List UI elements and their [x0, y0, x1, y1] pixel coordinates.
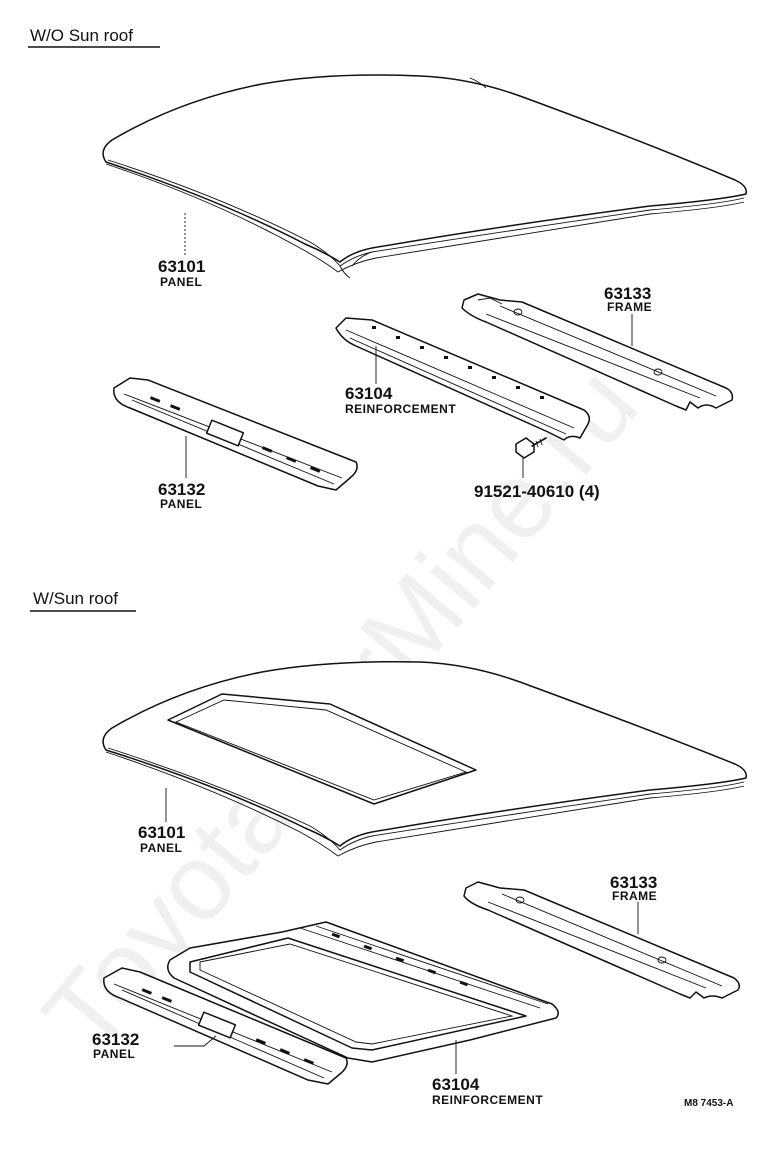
part-number-label: 63132	[92, 1030, 139, 1049]
part-number-label: 63133	[610, 873, 657, 892]
section-without-sunroof: W/O Sun roof 63101 PANEL 63133 FRAME	[28, 26, 748, 511]
roof-panel-drawing	[102, 74, 748, 279]
part-name-label: FRAME	[612, 889, 657, 903]
part-name-label: PANEL	[160, 275, 202, 289]
part-number-label: 63101	[158, 257, 205, 276]
section-with-sunroof: W/Sun roof 63101 PANEL 63133 FRAME	[30, 589, 748, 1109]
roof-panel-sunroof-drawing	[102, 660, 748, 857]
part-name-label: REINFORCEMENT	[345, 402, 456, 416]
rear-panel-drawing	[103, 967, 348, 1085]
part-name-label: PANEL	[93, 1047, 135, 1061]
part-number-label: 91521-40610 (4)	[474, 482, 600, 501]
reinforcement-sunroof-drawing	[167, 921, 559, 1063]
part-number-label: 63104	[345, 384, 393, 403]
frame-drawing	[463, 881, 741, 999]
part-name-label: PANEL	[160, 497, 202, 511]
figure-code: M8 7453-A	[684, 1098, 733, 1109]
part-name-label: REINFORCEMENT	[432, 1093, 543, 1107]
part-number-label: 63104	[432, 1075, 480, 1094]
rear-panel-drawing	[113, 377, 358, 491]
bolt-drawing	[515, 437, 547, 459]
leader-line	[174, 1035, 217, 1047]
frame-drawing	[461, 293, 734, 411]
part-number-label: 63132	[158, 480, 205, 499]
part-number-label: 63133	[604, 284, 651, 303]
section-title: W/O Sun roof	[30, 26, 133, 45]
section-title: W/Sun roof	[33, 589, 118, 608]
part-number-label: 63101	[138, 823, 185, 842]
part-name-label: PANEL	[140, 841, 182, 855]
reinforcement-drawing	[335, 317, 591, 441]
part-name-label: FRAME	[607, 300, 652, 314]
